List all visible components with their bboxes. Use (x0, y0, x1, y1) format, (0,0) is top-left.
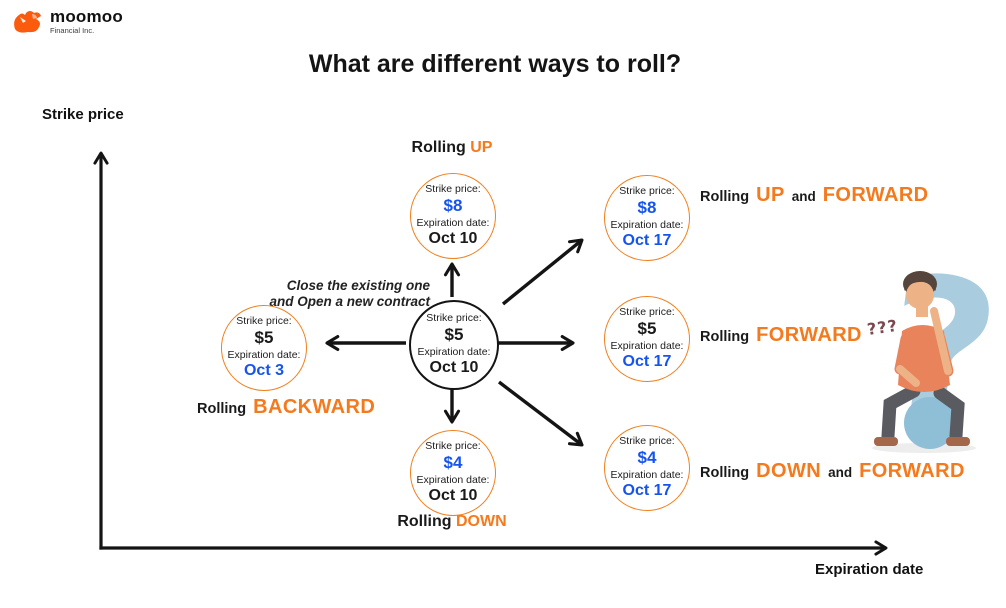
contract-circle-down: Strike price: $4 Expiration date: Oct 10 (410, 430, 496, 516)
strike-label: Strike price: (426, 311, 482, 324)
contract-circle-up: Strike price: $8 Expiration date: Oct 10 (410, 173, 496, 259)
contract-circle-down-forward: Strike price: $4 Expiration date: Oct 17 (604, 425, 690, 511)
person-fringe (904, 277, 936, 291)
exp-label: Expiration date: (610, 218, 684, 231)
strike-value: $8 (443, 196, 463, 216)
exp-value: Oct 17 (622, 482, 672, 500)
strike-label: Strike price: (425, 439, 481, 452)
person-head (906, 281, 934, 309)
contract-circle-center: Strike price: $5 Expiration date: Oct 10 (409, 300, 499, 390)
moomoo-logo: moomoo Financial Inc. (12, 8, 123, 36)
person-legs (881, 384, 965, 443)
exp-label: Expiration date: (227, 348, 301, 361)
exp-label: Expiration date: (610, 468, 684, 481)
strike-value: $4 (443, 453, 463, 473)
page-title: What are different ways to roll? (308, 50, 682, 78)
logo-text: moomoo (50, 7, 123, 26)
rolling-down-forward-label: Rolling DOWN and FORWARD (700, 460, 965, 482)
rolling-up-label: Rolling UP (411, 139, 493, 156)
exp-label: Expiration date: (417, 345, 491, 358)
thinking-person-illustration: ? ??? (866, 243, 1006, 455)
annotation: Close the existing one and Open a new co… (248, 278, 430, 310)
rolling-up-forward-label: Rolling UP and FORWARD (700, 184, 929, 206)
strike-value: $5 (254, 328, 274, 348)
person-forearm-left (896, 365, 920, 387)
exp-value: Oct 10 (428, 487, 478, 505)
annotation-line2: and Open a new contract (269, 293, 430, 309)
exp-value: Oct 17 (622, 353, 672, 371)
strike-value: $5 (637, 319, 657, 339)
person-shoe-right (946, 437, 970, 446)
y-axis-label: Strike price (42, 106, 124, 123)
logo-subtitle: Financial Inc. (50, 26, 95, 35)
contract-circle-up-forward: Strike price: $8 Expiration date: Oct 17 (604, 175, 690, 261)
rolling-down-label: Rolling DOWN (397, 513, 507, 530)
annotation-line1: Close the existing one (286, 278, 430, 293)
moomoo-bull-icon (14, 11, 41, 33)
strike-label: Strike price: (619, 305, 675, 318)
question-marks-text: ??? (866, 316, 899, 339)
x-axis-label: Expiration date (815, 561, 924, 578)
exp-label: Expiration date: (416, 473, 490, 486)
strike-label: Strike price: (619, 434, 675, 447)
rolling-forward-label: Rolling FORWARD (700, 324, 862, 346)
exp-value: Oct 17 (622, 232, 672, 250)
exp-value: Oct 10 (429, 359, 479, 377)
person-forearm-right (930, 307, 952, 375)
person-shoe-left (874, 437, 898, 446)
person-arm-left (894, 333, 912, 375)
arrow-down-forward (497, 380, 584, 447)
question-dot-ball (904, 397, 956, 449)
strike-value: $4 (637, 448, 657, 468)
strike-label: Strike price: (619, 184, 675, 197)
strike-label: Strike price: (425, 182, 481, 195)
strike-label: Strike price: (236, 314, 292, 327)
strike-value: $5 (444, 325, 464, 345)
strike-value: $8 (637, 198, 657, 218)
exp-value: Oct 10 (428, 230, 478, 248)
contract-circle-backward: Strike price: $5 Expiration date: Oct 3 (221, 305, 307, 391)
exp-value: Oct 3 (243, 362, 284, 380)
arrow-up-forward (501, 238, 584, 306)
exp-label: Expiration date: (610, 339, 684, 352)
contract-circle-forward: Strike price: $5 Expiration date: Oct 17 (604, 296, 690, 382)
rolling-backward-label: Rolling BACKWARD (197, 396, 376, 418)
exp-label: Expiration date: (416, 216, 490, 229)
